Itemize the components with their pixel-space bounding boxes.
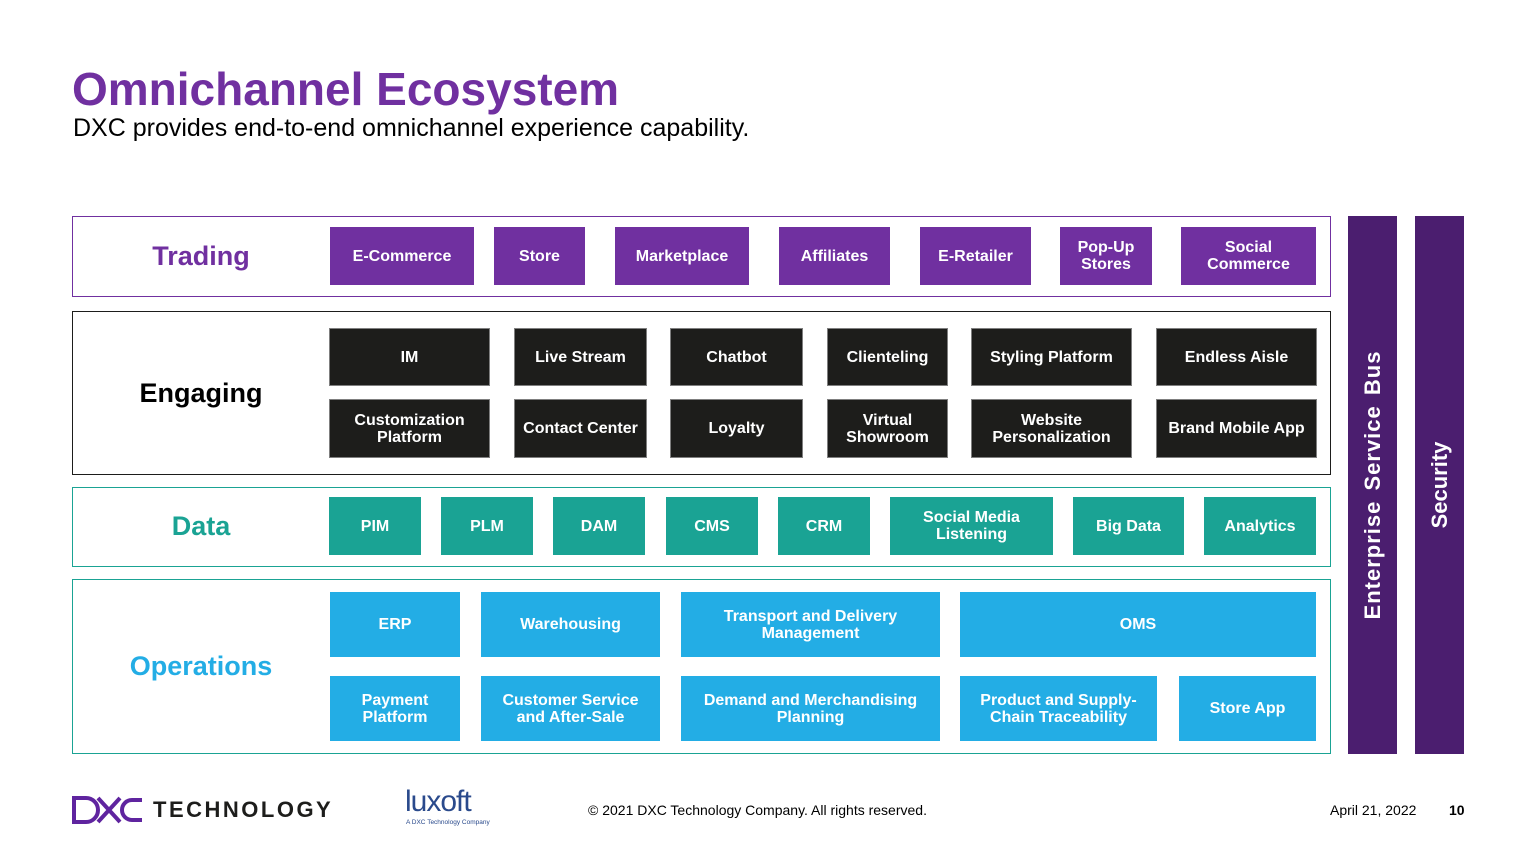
- operations-item-label: Store App: [1209, 700, 1286, 717]
- engaging-item-label: Website Personalization: [992, 411, 1111, 446]
- engaging-layer: Engaging: [72, 311, 1331, 475]
- data-layer: Data: [72, 487, 1331, 567]
- operations-item-label: Product and Supply-Chain Traceability: [980, 691, 1137, 726]
- trading-layer: Trading: [72, 216, 1331, 297]
- trading-item[interactable]: Marketplace: [615, 227, 749, 285]
- data-item-label: DAM: [580, 517, 618, 535]
- data-item-label: PIM: [360, 517, 390, 535]
- dxc-logo-icon: [72, 796, 142, 824]
- operations-item[interactable]: OMS: [960, 592, 1316, 657]
- data-item-label: Social Media Listening: [923, 509, 1020, 543]
- trading-item[interactable]: Pop-Up Stores: [1060, 227, 1152, 285]
- brand-wordmark: TECHNOLOGY: [153, 797, 334, 822]
- engaging-item[interactable]: Live Stream: [514, 328, 647, 386]
- data-item-label: PLM: [470, 517, 504, 535]
- engaging-item-label: Loyalty: [708, 420, 765, 437]
- data-item[interactable]: CRM: [778, 497, 870, 555]
- data-item-label: CRM: [805, 517, 843, 535]
- enterprise-service-bus-bar: Enterprise Service Bus: [1348, 216, 1397, 754]
- engaging-item[interactable]: Brand Mobile App: [1156, 399, 1317, 458]
- engaging-item[interactable]: Endless Aisle: [1156, 328, 1317, 386]
- operations-layer: Operations: [72, 579, 1331, 754]
- security-bar: Security: [1415, 216, 1464, 754]
- data-item[interactable]: PIM: [329, 497, 421, 555]
- data-item-label: Big Data: [1096, 517, 1161, 535]
- engaging-item-label: Contact Center: [523, 420, 638, 437]
- engaging-item-label: Customization Platform: [354, 411, 465, 446]
- trading-item-label: Affiliates: [800, 247, 869, 265]
- page-title: Omnichannel Ecosystem: [72, 63, 620, 115]
- trading-item-label: Pop-Up Stores: [1077, 239, 1135, 273]
- engaging-item[interactable]: Customization Platform: [329, 399, 490, 458]
- engaging-item-label: Clienteling: [846, 348, 929, 366]
- operations-item[interactable]: Product and Supply-Chain Traceability: [960, 676, 1157, 741]
- operations-item-label: Payment Platform: [361, 691, 429, 726]
- engaging-item[interactable]: Clienteling: [827, 328, 948, 386]
- operations-item[interactable]: Payment Platform: [330, 676, 460, 741]
- engaging-item-label: Brand Mobile App: [1168, 420, 1305, 437]
- page-number: 10: [1449, 802, 1465, 818]
- data-label: Data: [171, 511, 231, 541]
- operations-item[interactable]: Demand and Merchandising Planning: [681, 676, 940, 741]
- data-item-label: Analytics: [1224, 517, 1296, 535]
- engaging-item-label: Styling Platform: [990, 348, 1113, 366]
- trading-label: Trading: [152, 241, 250, 271]
- trading-item[interactable]: E-Commerce: [330, 227, 474, 285]
- operations-item-label: OMS: [1119, 616, 1157, 633]
- data-item[interactable]: PLM: [441, 497, 533, 555]
- engaging-item[interactable]: Chatbot: [670, 328, 803, 386]
- operations-item[interactable]: Warehousing: [481, 592, 660, 657]
- operations-item-label: Transport and Delivery Management: [723, 607, 898, 642]
- operations-item-label: Customer Service and After-Sale: [502, 691, 639, 726]
- data-item[interactable]: CMS: [666, 497, 758, 555]
- engaging-label: Engaging: [139, 378, 263, 408]
- engaging-item-label: Chatbot: [706, 348, 767, 366]
- data-item[interactable]: Analytics: [1204, 497, 1316, 555]
- engaging-item[interactable]: Loyalty: [670, 399, 803, 458]
- data-item-label: CMS: [694, 517, 730, 535]
- trading-item[interactable]: Affiliates: [779, 227, 890, 285]
- trading-item-label: Marketplace: [635, 247, 729, 265]
- operations-item[interactable]: Transport and Delivery Management: [681, 592, 940, 657]
- engaging-item-label: Endless Aisle: [1184, 348, 1289, 366]
- data-item[interactable]: DAM: [553, 497, 645, 555]
- trading-item-label: E-Retailer: [938, 247, 1013, 265]
- engaging-item[interactable]: Contact Center: [514, 399, 647, 458]
- data-item[interactable]: Social Media Listening: [890, 497, 1053, 555]
- trading-item-label: Social Commerce: [1207, 239, 1290, 273]
- footer-date: April 21, 2022: [1330, 802, 1417, 818]
- trading-item[interactable]: Store: [494, 227, 585, 285]
- operations-label: Operations: [129, 651, 273, 681]
- engaging-item[interactable]: Virtual Showroom: [827, 399, 948, 458]
- trading-item-label: Store: [519, 247, 560, 265]
- engaging-item-label: Live Stream: [535, 348, 626, 366]
- trading-item[interactable]: E-Retailer: [920, 227, 1031, 285]
- operations-item[interactable]: Customer Service and After-Sale: [481, 676, 660, 741]
- operations-item-label: ERP: [378, 616, 412, 633]
- engaging-item[interactable]: Website Personalization: [971, 399, 1132, 458]
- operations-item[interactable]: Store App: [1179, 676, 1316, 741]
- luxoft-tagline: A DXC Technology Company: [406, 819, 490, 826]
- operations-item-label: Warehousing: [520, 616, 621, 633]
- enterprise-service-bus-label: Enterprise Service Bus: [1359, 350, 1385, 620]
- engaging-item[interactable]: IM: [329, 328, 490, 386]
- security-label: Security: [1426, 441, 1452, 529]
- copyright-text: © 2021 DXC Technology Company. All right…: [588, 802, 927, 818]
- operations-item-label: Demand and Merchandising Planning: [703, 691, 918, 726]
- trading-item[interactable]: Social Commerce: [1181, 227, 1316, 285]
- engaging-item[interactable]: Styling Platform: [971, 328, 1132, 386]
- trading-item-label: E-Commerce: [352, 247, 452, 265]
- page-subtitle: DXC provides end-to-end omnichannel expe…: [73, 114, 750, 142]
- luxoft-logo: luxoft: [405, 785, 472, 818]
- engaging-item-label: Virtual Showroom: [846, 411, 929, 446]
- operations-item[interactable]: ERP: [330, 592, 460, 657]
- data-item[interactable]: Big Data: [1073, 497, 1184, 555]
- engaging-item-label: IM: [400, 348, 419, 366]
